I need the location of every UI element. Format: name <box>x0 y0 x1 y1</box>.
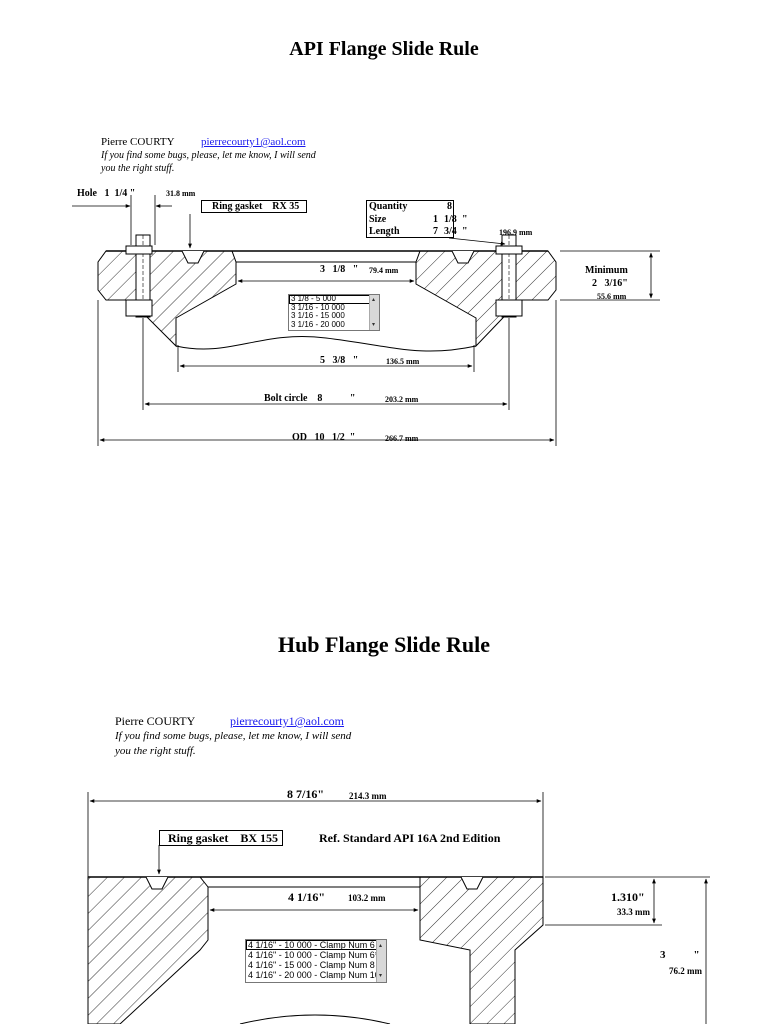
bolt-circle-mm: 203.2 mm <box>385 395 419 404</box>
bolt-length-row: Length 7 3/4 " <box>369 226 468 237</box>
hub-author: Pierre COURTY <box>115 714 196 728</box>
minimum-mm: 55.6 mm <box>597 292 627 301</box>
hub-width-value: 8 7/16" <box>287 787 324 801</box>
minimum-label: Minimum <box>585 265 628 276</box>
list-item[interactable]: 4 1/16" - 20 000 - Clamp Num 10 <box>248 970 380 980</box>
bolt-quantity-row: Quantity 8 <box>369 201 452 212</box>
scroll-up-icon[interactable]: ▴ <box>372 297 376 303</box>
hole-mm: 31.8 mm <box>166 189 196 198</box>
api-author: Pierre COURTY <box>101 136 175 148</box>
raised-face-value: 5 3/8 " <box>320 355 359 366</box>
hub-ring-gasket-box[interactable]: Ring gasket BX 155 <box>159 830 283 846</box>
api-bore-mm: 79.4 mm <box>369 266 399 275</box>
hub-clamp-list[interactable]: 4 1/16" - 10 000 - Clamp Num 6 4 1/16" -… <box>245 939 387 983</box>
list-item[interactable]: 3 1/8 - 5 000 <box>289 295 379 304</box>
hole-label: Hole 1 1/4 " <box>77 188 136 199</box>
scroll-down-icon[interactable]: ▾ <box>379 973 383 979</box>
api-bore-value: 3 1/8 " <box>320 264 359 275</box>
api-ring-gasket-box[interactable]: Ring gasket RX 35 <box>201 200 307 213</box>
api-title: API Flange Slide Rule <box>289 38 479 60</box>
list-scrollbar[interactable]: ▴ ▾ <box>376 940 386 982</box>
hub-thickness-mm: 33.3 mm <box>617 907 650 917</box>
hub-width-mm: 214.3 mm <box>349 791 387 801</box>
bolt-circle-value: Bolt circle 8 " <box>264 393 356 404</box>
api-email-link[interactable]: pierrecourty1@aol.com <box>201 136 306 148</box>
list-item[interactable]: 4 1/16" - 10 000 - Clamp Num 6* <box>248 950 379 960</box>
list-item[interactable]: 3 1/16 - 20 000 <box>291 319 345 329</box>
api-size-pressure-list[interactable]: 3 1/8 - 5 000 3 1/16 - 10 000 3 1/16 - 1… <box>288 294 380 331</box>
bolt-info-box: Quantity 8 Size 1 1/8 " Length 7 3/4 " <box>366 200 468 238</box>
list-item[interactable]: 4 1/16" - 15 000 - Clamp Num 8 <box>248 960 375 970</box>
hub-height-mm: 76.2 mm <box>669 966 702 976</box>
hub-height-value: 3" <box>660 949 700 961</box>
hub-note-line1: If you find some bugs, please, let me kn… <box>115 730 352 742</box>
api-note-line1: If you find some bugs, please, let me kn… <box>101 150 316 161</box>
hub-note-line2: you the right stuff. <box>115 745 196 757</box>
list-item[interactable]: 4 1/16" - 10 000 - Clamp Num 6 <box>246 940 386 950</box>
hub-bore-mm: 103.2 mm <box>348 893 386 903</box>
od-value: OD 10 1/2 " <box>292 432 356 443</box>
od-mm: 266.7 mm <box>385 434 419 443</box>
bolt-size-row: Size 1 1/8 " <box>369 213 468 225</box>
list-item[interactable]: 3 1/16 - 10 000 <box>291 302 345 312</box>
hub-thickness-value: 1.310" <box>611 890 645 904</box>
raised-face-mm: 136.5 mm <box>386 357 420 366</box>
list-item[interactable]: 3 1/16 - 15 000 <box>291 311 345 320</box>
list-scrollbar[interactable]: ▴ ▾ <box>369 295 379 330</box>
hub-bore-value: 4 1/16" <box>288 890 325 904</box>
api-note-line2: you the right stuff. <box>101 163 175 174</box>
scroll-up-icon[interactable]: ▴ <box>379 943 383 949</box>
hub-reference: Ref. Standard API 16A 2nd Edition <box>319 831 501 845</box>
bolt-length-mm: 196.9 mm <box>499 228 533 237</box>
hub-email-link[interactable]: pierrecourty1@aol.com <box>230 714 345 728</box>
hub-title: Hub Flange Slide Rule <box>277 632 491 657</box>
scroll-down-icon[interactable]: ▾ <box>372 321 376 328</box>
minimum-value: 2 3/16" <box>592 278 628 289</box>
